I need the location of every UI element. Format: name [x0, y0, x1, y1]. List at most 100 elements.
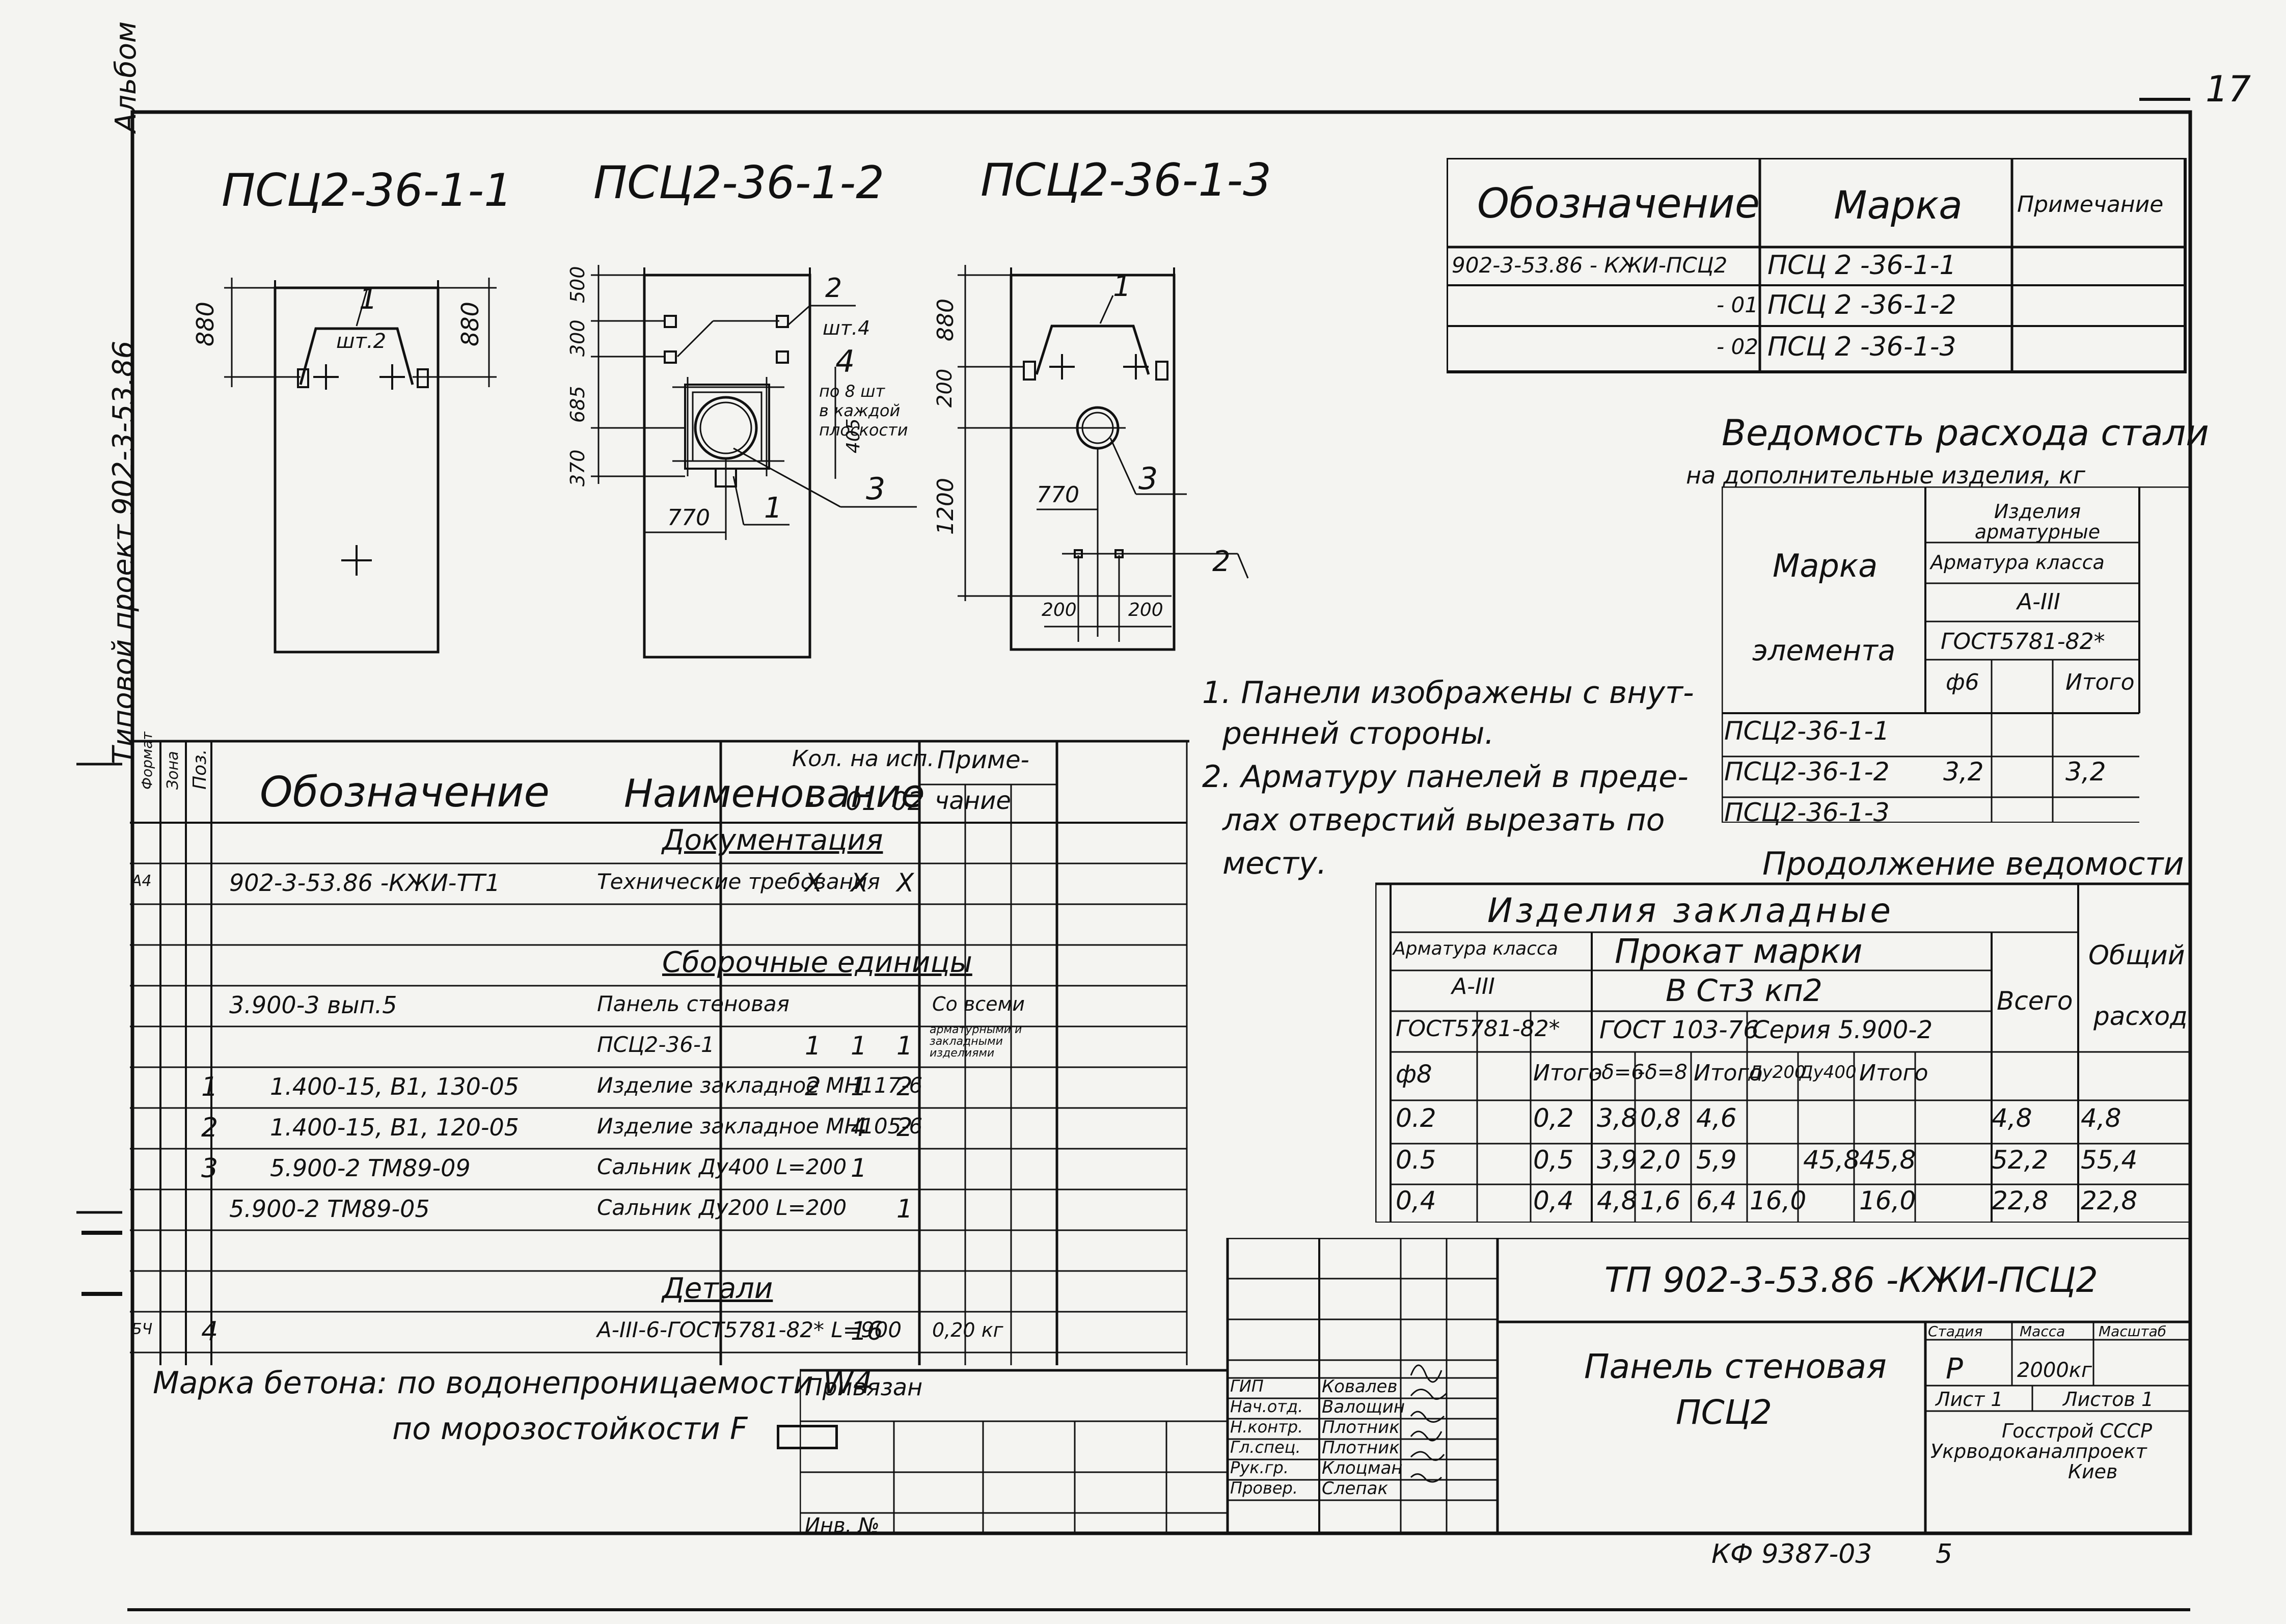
note-line-5: месту. [1222, 846, 1327, 881]
cont-cell: 1,6 [1640, 1186, 1681, 1215]
spec-row-qty: X [851, 868, 868, 898]
spec-h-naim: Наименование [624, 771, 925, 816]
steel-h-class: А-III [2017, 589, 2060, 615]
cont-cell: 52,2 [1992, 1145, 2049, 1175]
v3-dim-200: 200 [933, 368, 957, 408]
v1-qty-label: шт.2 [336, 330, 387, 353]
spec-row-format: БЧ [131, 1320, 153, 1338]
cont-h-zakl: Изделия закладные [1487, 891, 1894, 930]
title-block-grid [800, 1238, 2190, 1533]
cont-cell: 6,4 [1696, 1186, 1737, 1215]
spec-row-naim: Сальник Ду200 L=200 [597, 1195, 847, 1220]
v2-item-3: 3 [866, 471, 886, 507]
note-line-1: 1. Панели изображены с внут- [1202, 675, 1694, 711]
spec-row-oboz: 5.900-2 ТМ89-05 [229, 1195, 430, 1223]
v2-qty-2: шт.4 [823, 317, 870, 339]
cont-col-itogo3: Итого [1859, 1060, 1928, 1086]
cont-cell: 3,9 [1597, 1145, 1638, 1175]
view-title-2: ПСЦ2-36-1-2 [593, 156, 885, 209]
spec-row-qty: 1 [896, 1031, 913, 1061]
continuation-table-grid [1375, 882, 2190, 1223]
spec-row-naim: Панель стеновая [597, 991, 790, 1016]
sheet-number: 17 [2206, 68, 2251, 110]
stamp-name-2: ПСЦ2 [1676, 1393, 1772, 1432]
cont-cell: 0,2 [1533, 1103, 1574, 1133]
spec-row-naim: Изделие закладное МН105-6 [597, 1114, 923, 1139]
steel-h-marka: Марка [1773, 547, 1878, 584]
steel-h-gost: ГОСТ5781-82* [1941, 629, 2105, 655]
v3-dim-1200: 1200 [933, 478, 959, 535]
cont-col-du200: Ду200 [1749, 1062, 1806, 1082]
cont-h-a3: А-III [1452, 973, 1495, 999]
spec-row-prim: арматурными и закладными изделиями [930, 1023, 1022, 1060]
stamp-inv: Инв. № [805, 1514, 880, 1537]
v3-dim-200a: 200 [1042, 600, 1077, 620]
cont-cell: 55,4 [2081, 1145, 2138, 1175]
spec-row-qty: 2 [805, 1072, 821, 1101]
spec-row-poz: 4 [201, 1316, 219, 1347]
spec-row-oboz: 1.400-15, В1, 120-05 [270, 1114, 520, 1141]
spec-row-qty: X [805, 868, 823, 898]
spec-row-qty: 1 [851, 1153, 867, 1183]
spec-row-prim: 0,20 кг [932, 1319, 1003, 1341]
stamp-massa: 2000кг [2017, 1359, 2092, 1382]
spec-row-naim: А-III-6-ГОСТ5781-82* L=900 [597, 1317, 902, 1342]
spec-row-qty: 2 [896, 1072, 913, 1101]
cont-cell: 5,9 [1696, 1145, 1737, 1175]
cont-h-vsego: Всего [1997, 986, 2073, 1016]
v2-note4-line3: плоскости [819, 420, 908, 440]
steel-subtitle: на дополнительные изделия, кг [1686, 462, 2085, 489]
stamp-h-massa: Масса [2020, 1323, 2065, 1340]
view-title-1: ПСЦ2-36-1-1 [222, 164, 513, 216]
footer-code: КФ 9387-03 [1711, 1539, 1872, 1569]
v1-item-label: 1 [359, 283, 377, 316]
frost-grade-box [777, 1425, 838, 1449]
v3-item-1: 1 [1113, 270, 1131, 303]
designation-row1-marka: ПСЦ 2 -36-1-1 [1767, 250, 1956, 281]
cont-col-f8: ф8 [1396, 1060, 1432, 1089]
spec-h-prim: Приме- [937, 746, 1029, 774]
spec-row-naim: Документация [662, 824, 883, 857]
view-title-3: ПСЦ2-36-1-3 [981, 154, 1272, 206]
stamp-h-stadia: Стадия [1928, 1323, 1983, 1340]
cont-cell: 4,8 [1597, 1186, 1638, 1215]
designation-row1-oboz: 902-3-53.86 - КЖИ-ПСЦ2 [1452, 253, 1728, 278]
stamp-person-name: Клоцман [1322, 1458, 1403, 1478]
spec-h-kol-3: 02 [891, 787, 924, 816]
steel-table-grid [1722, 486, 2190, 823]
cont-h-rashod: расход [2093, 1002, 2188, 1031]
v2-item-1: 1 [764, 492, 782, 525]
cont-cell: 0.5 [1396, 1145, 1436, 1175]
stamp-person-name: Плотник [1322, 1417, 1400, 1438]
spec-row-qty: 4 [851, 1113, 867, 1142]
spec-row-oboz: 902-3-53.86 -КЖИ-ТТ1 [229, 869, 500, 897]
stamp-role: Рук.гр. [1230, 1458, 1289, 1477]
spec-row-qty: X [896, 868, 914, 898]
spec-row-qty: 2 [896, 1113, 913, 1142]
v2-note4-line1: по 8 шт [819, 382, 885, 401]
stamp-org-2: Укрводоканалпроект [1930, 1440, 2147, 1463]
v2-item-2: 2 [825, 273, 842, 304]
cont-cell: 0.2 [1396, 1103, 1436, 1133]
cont-cell: 4,8 [1992, 1103, 2032, 1133]
spec-row-poz: 3 [201, 1153, 219, 1184]
spec-table-grid [130, 740, 1189, 1365]
stamp-org-1: Госстрой СССР [2002, 1420, 2153, 1442]
designation-header-oboz: Обозначение [1477, 180, 1760, 227]
spec-h-oboz: Обозначение [260, 768, 550, 817]
spec-row-oboz: 1.400-15, В1, 130-05 [270, 1073, 520, 1100]
spec-row-qty: 1 [851, 1031, 867, 1061]
cont-cell: 4,6 [1696, 1103, 1737, 1133]
steel-row2-itogo: 3,2 [2065, 757, 2106, 787]
stamp-role: Н.контр. [1230, 1417, 1303, 1437]
v3-item-2: 2 [1212, 545, 1231, 578]
v1-dim-left: 880 [192, 302, 219, 346]
concrete-line-2: по морозостойкости F [392, 1411, 748, 1447]
spec-h-kol: Кол. на исп. [792, 746, 935, 772]
continuation-title: Продолжение ведомости [1762, 845, 2184, 882]
spec-row-poz: 2 [201, 1113, 219, 1143]
designation-row2-oboz: - 01 [1717, 292, 1758, 317]
cont-h-arm: Арматура класса [1393, 938, 1558, 959]
v2-item-4: 4 [835, 344, 855, 380]
